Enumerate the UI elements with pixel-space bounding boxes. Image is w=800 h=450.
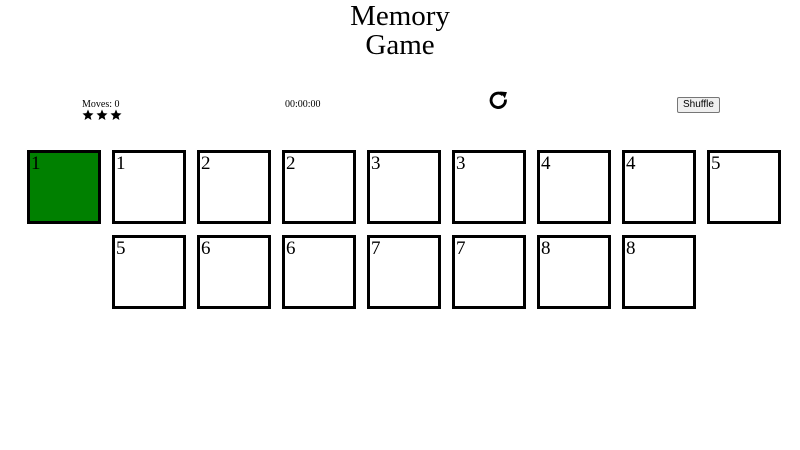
card-label: 6 (286, 238, 296, 259)
page-title: Memory Game (0, 0, 800, 60)
star-rating (82, 109, 122, 121)
memory-card[interactable]: 7 (367, 235, 441, 309)
title-line-1: Memory (350, 0, 450, 32)
card-label: 6 (201, 238, 211, 259)
moves-counter: Moves: 0 (82, 99, 120, 110)
memory-card[interactable]: 1 (27, 150, 101, 224)
timer: 00:00:00 (285, 99, 321, 110)
star-icon (82, 109, 94, 120)
shuffle-button[interactable]: Shuffle (677, 97, 720, 113)
card-label: 7 (371, 238, 381, 259)
memory-card[interactable]: 5 (707, 150, 781, 224)
memory-card[interactable]: 8 (537, 235, 611, 309)
memory-card[interactable]: 6 (282, 235, 356, 309)
restart-icon (489, 91, 507, 109)
memory-card[interactable]: 4 (622, 150, 696, 224)
memory-card[interactable]: 7 (452, 235, 526, 309)
card-label: 5 (711, 153, 721, 174)
star-icon (96, 109, 108, 120)
memory-card[interactable]: 2 (282, 150, 356, 224)
memory-card[interactable]: 2 (197, 150, 271, 224)
card-label: 4 (541, 153, 551, 174)
title-line-2: Game (365, 29, 435, 61)
star-icon (110, 109, 122, 120)
card-label: 7 (456, 238, 466, 259)
memory-card[interactable]: 5 (112, 235, 186, 309)
memory-card[interactable]: 3 (452, 150, 526, 224)
memory-card[interactable]: 3 (367, 150, 441, 224)
card-label: 8 (626, 238, 636, 259)
card-label: 1 (31, 153, 41, 174)
memory-card[interactable]: 8 (622, 235, 696, 309)
memory-card[interactable]: 1 (112, 150, 186, 224)
memory-card[interactable]: 6 (197, 235, 271, 309)
card-label: 3 (456, 153, 466, 174)
card-label: 8 (541, 238, 551, 259)
card-label: 2 (201, 153, 211, 174)
card-label: 3 (371, 153, 381, 174)
memory-card[interactable]: 4 (537, 150, 611, 224)
card-label: 1 (116, 153, 126, 174)
card-label: 5 (116, 238, 126, 259)
restart-button[interactable] (487, 89, 510, 112)
card-label: 4 (626, 153, 636, 174)
card-label: 2 (286, 153, 296, 174)
